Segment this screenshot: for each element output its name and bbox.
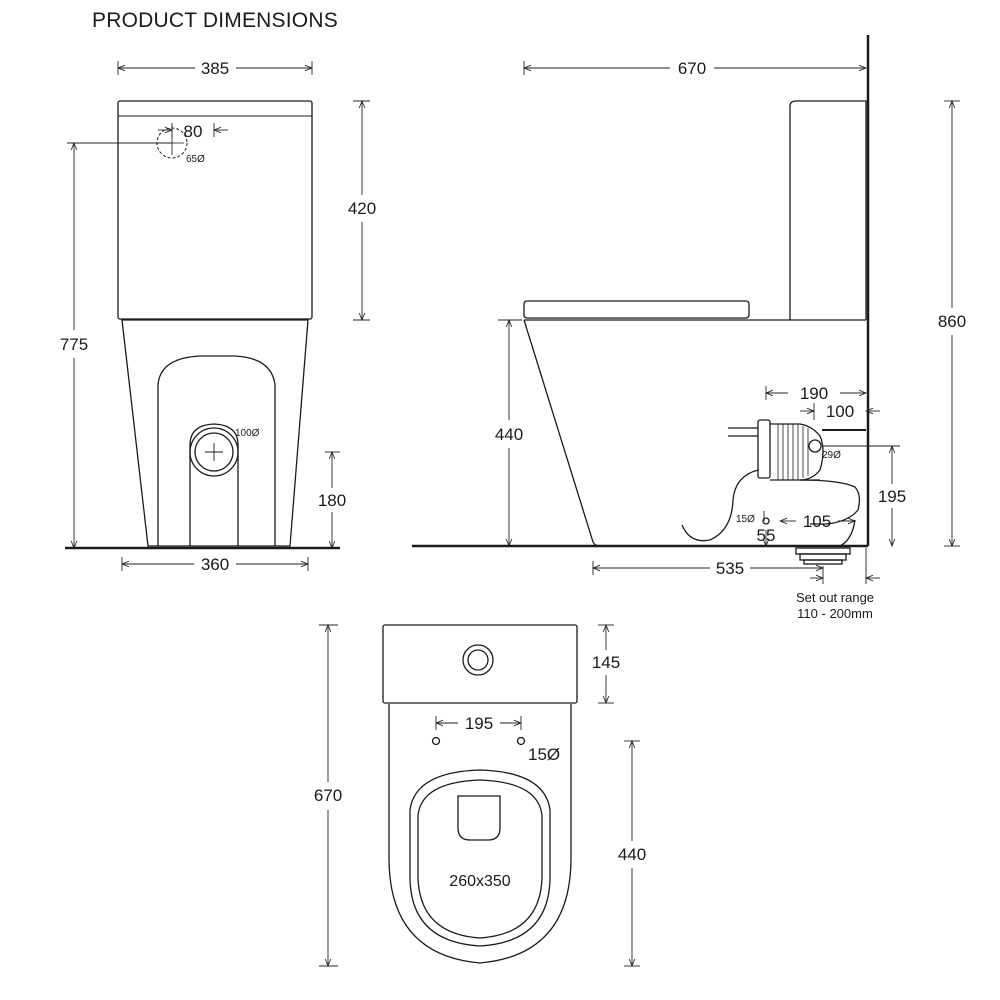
top-fixing-hole-left xyxy=(431,736,441,746)
front-dimensions xyxy=(67,61,370,571)
setout-range: 110 - 200mm xyxy=(797,606,873,621)
seat-opening-size: 260x350 xyxy=(449,873,510,890)
top-cistern xyxy=(382,624,578,704)
dim-top-cistern-depth: 145 xyxy=(592,653,620,672)
side-seat xyxy=(523,300,750,319)
dim-bowl-depth: 440 xyxy=(618,845,646,864)
dim-pan-offset: 190 xyxy=(800,384,828,403)
top-seat-outer xyxy=(409,769,551,947)
dim-base-width: 360 xyxy=(201,555,229,574)
top-pan-outline xyxy=(388,704,572,964)
dim-base-offset: 55 xyxy=(757,526,776,545)
setout-label: Set out range xyxy=(796,590,874,605)
dim-fixing-spacing: 195 xyxy=(465,714,493,733)
dim-inlet-offset: 80 xyxy=(184,122,203,141)
dim-outlet-spacing: 105 xyxy=(803,512,831,531)
side-pan-body xyxy=(523,319,866,547)
top-bowl-opening xyxy=(457,795,501,841)
dim-cistern-height: 420 xyxy=(348,199,376,218)
front-cistern xyxy=(117,100,313,320)
dim-outlet-diameter: 100Ø xyxy=(235,428,260,439)
dim-side-total-height: 860 xyxy=(938,312,966,331)
dim-cistern-width: 385 xyxy=(201,59,229,78)
dim-setout-depth: 535 xyxy=(716,559,744,578)
front-outlet-circle xyxy=(189,427,239,477)
dim-seat-height: 440 xyxy=(495,425,523,444)
dim-fixing-diameter: 15Ø xyxy=(528,745,560,764)
top-seat-inner xyxy=(417,779,543,939)
dim-wall-offset: 100 xyxy=(826,402,854,421)
dim-top-total-depth: 670 xyxy=(314,786,342,805)
page-title: PRODUCT DIMENSIONS xyxy=(92,9,338,32)
dim-inlet-diameter: 65Ø xyxy=(186,154,205,165)
top-dimensions xyxy=(319,625,640,966)
top-button-inner xyxy=(467,649,489,671)
dim-side-total-depth: 670 xyxy=(678,59,706,78)
dim-outlet-height: 180 xyxy=(318,491,346,510)
dim-small-diameter: 15Ø xyxy=(736,514,755,525)
top-view xyxy=(382,624,578,964)
front-pan-body xyxy=(121,319,309,547)
front-view xyxy=(65,100,340,550)
top-fixing-hole-right xyxy=(516,736,526,746)
side-dimensions xyxy=(498,61,960,584)
dim-front-total-height: 775 xyxy=(60,335,88,354)
side-cistern xyxy=(789,100,867,320)
side-view xyxy=(412,35,870,565)
dim-connector-diameter: 29Ø xyxy=(822,450,841,461)
top-button-outer xyxy=(462,644,494,676)
dim-side-outlet-height: 195 xyxy=(878,487,906,506)
